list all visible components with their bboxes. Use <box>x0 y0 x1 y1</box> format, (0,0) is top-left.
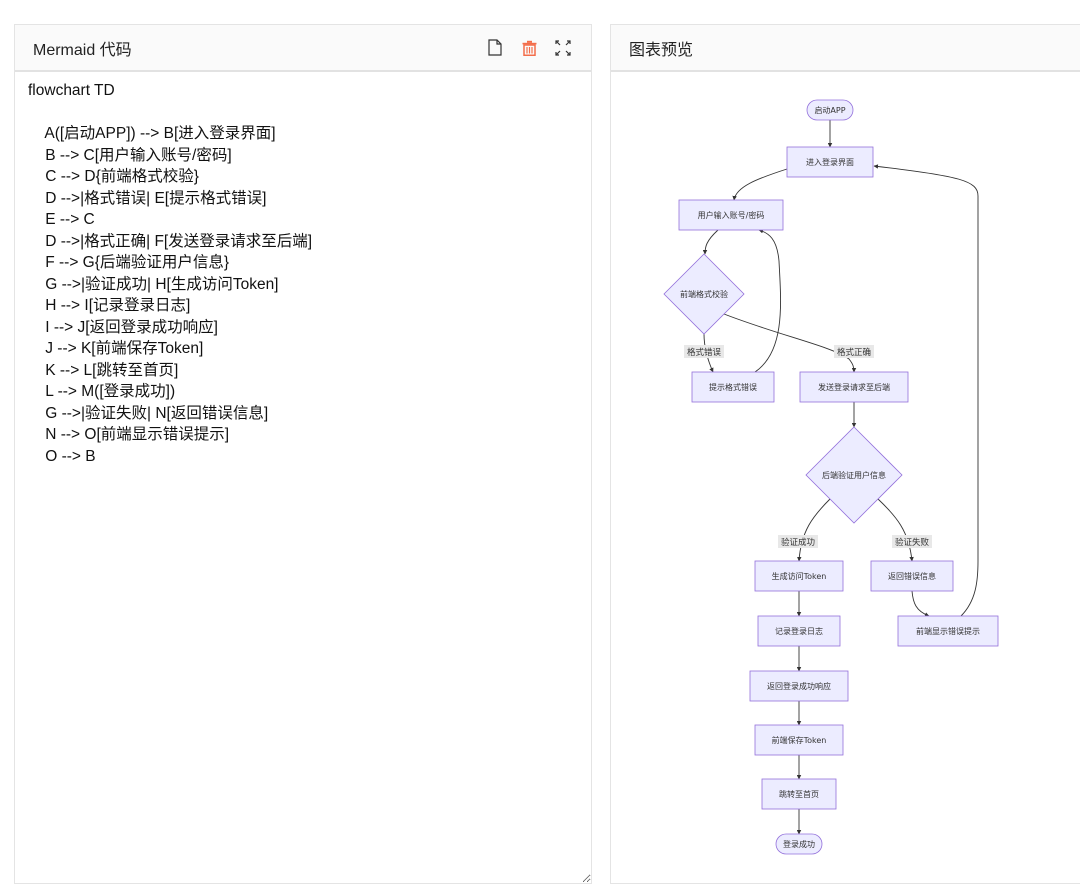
node-shape <box>870 560 954 592</box>
file-icon <box>488 39 502 56</box>
node-shape <box>754 560 844 592</box>
code-panel-actions <box>485 25 573 70</box>
mermaid-code-editor[interactable] <box>15 72 591 883</box>
edge-o-b <box>873 164 979 617</box>
node-label: 发送登录请求至后端 <box>818 382 890 392</box>
node-shape <box>757 615 841 647</box>
node-l: 跳转至首页 <box>761 778 837 810</box>
edge-label: 格式正确 <box>834 345 874 358</box>
node-label: 前端格式校验 <box>680 289 728 299</box>
node-shape <box>775 833 823 855</box>
node-j: 返回登录成功响应 <box>749 670 849 702</box>
code-panel: Mermaid 代码 <box>14 24 592 884</box>
node-o: 前端显示错误提示 <box>897 615 999 647</box>
edge-b-c <box>732 168 788 201</box>
node-shape <box>691 371 775 403</box>
node-c: 用户输入账号/密码 <box>678 199 784 231</box>
edge-g-h <box>797 498 831 562</box>
expand-icon <box>555 39 571 56</box>
preview-panel: 图表预览 启动APP 进入登录界面用户输入账号/密码前端格式校验提示格式错误 发送登… <box>610 24 1080 884</box>
node-h: 生成访问Token <box>754 560 844 592</box>
node-label: 用户输入账号/密码 <box>698 210 765 220</box>
node-label: 前端保存Token <box>772 735 827 745</box>
node-shape <box>761 778 837 810</box>
edge-label-text: 验证成功 <box>781 537 815 548</box>
diagram-canvas: 启动APP 进入登录界面用户输入账号/密码前端格式校验提示格式错误 发送登录请求至后… <box>611 72 1080 883</box>
edge-label: 验证成功 <box>778 535 818 548</box>
preview-panel-title: 图表预览 <box>629 41 694 59</box>
node-shape <box>799 371 909 403</box>
node-n: 返回错误信息 <box>870 560 954 592</box>
node-g: 后端验证用户信息 <box>805 426 903 524</box>
node-shape <box>663 253 745 335</box>
trash-icon <box>522 40 536 56</box>
preview-panel-header: 图表预览 <box>611 25 1080 72</box>
edge-label: 格式错误 <box>684 345 724 358</box>
node-f: 发送登录请求至后端 <box>799 371 909 403</box>
node-label: 登录成功 <box>783 839 815 849</box>
node-shape <box>754 724 844 756</box>
edge-label: 验证失败 <box>892 535 932 548</box>
node-m: 登录成功 <box>775 833 823 855</box>
node-shape <box>678 199 784 231</box>
node-label: 后端验证用户信息 <box>822 470 886 480</box>
edge-g-n <box>877 498 914 562</box>
node-label: 记录登录日志 <box>775 626 823 636</box>
node-label: 生成访问Token <box>772 571 827 581</box>
node-label: 启动APP <box>814 105 845 115</box>
node-label: 返回登录成功响应 <box>767 681 831 691</box>
delete-button[interactable] <box>519 38 539 58</box>
node-e: 提示格式错误 <box>691 371 775 403</box>
node-shape <box>805 426 903 524</box>
node-label: 前端显示错误提示 <box>916 626 980 636</box>
fullscreen-button[interactable] <box>553 38 573 58</box>
node-shape <box>806 99 854 121</box>
node-label: 返回错误信息 <box>888 571 936 581</box>
edge-label-text: 格式正确 <box>837 347 871 358</box>
edge-d-f <box>723 313 857 373</box>
edge-label-text: 格式错误 <box>687 347 722 358</box>
node-label: 提示格式错误 <box>709 382 757 392</box>
node-shape <box>897 615 999 647</box>
node-shape <box>786 146 874 178</box>
node-d: 前端格式校验 <box>663 253 745 335</box>
edge-e-c <box>754 229 782 373</box>
code-panel-title: Mermaid 代码 <box>33 41 132 59</box>
node-label: 跳转至首页 <box>779 789 819 799</box>
node-a: 启动APP <box>806 99 854 121</box>
new-file-button[interactable] <box>485 38 505 58</box>
edge-c-d <box>702 229 719 255</box>
node-label: 进入登录界面 <box>806 157 854 167</box>
node-k: 前端保存Token <box>754 724 844 756</box>
edge-n-o <box>911 590 930 617</box>
node-shape <box>749 670 849 702</box>
edge-label-text: 验证失败 <box>895 537 930 548</box>
node-i: 记录登录日志 <box>757 615 841 647</box>
node-b: 进入登录界面 <box>786 146 874 178</box>
code-panel-header: Mermaid 代码 <box>15 25 591 72</box>
